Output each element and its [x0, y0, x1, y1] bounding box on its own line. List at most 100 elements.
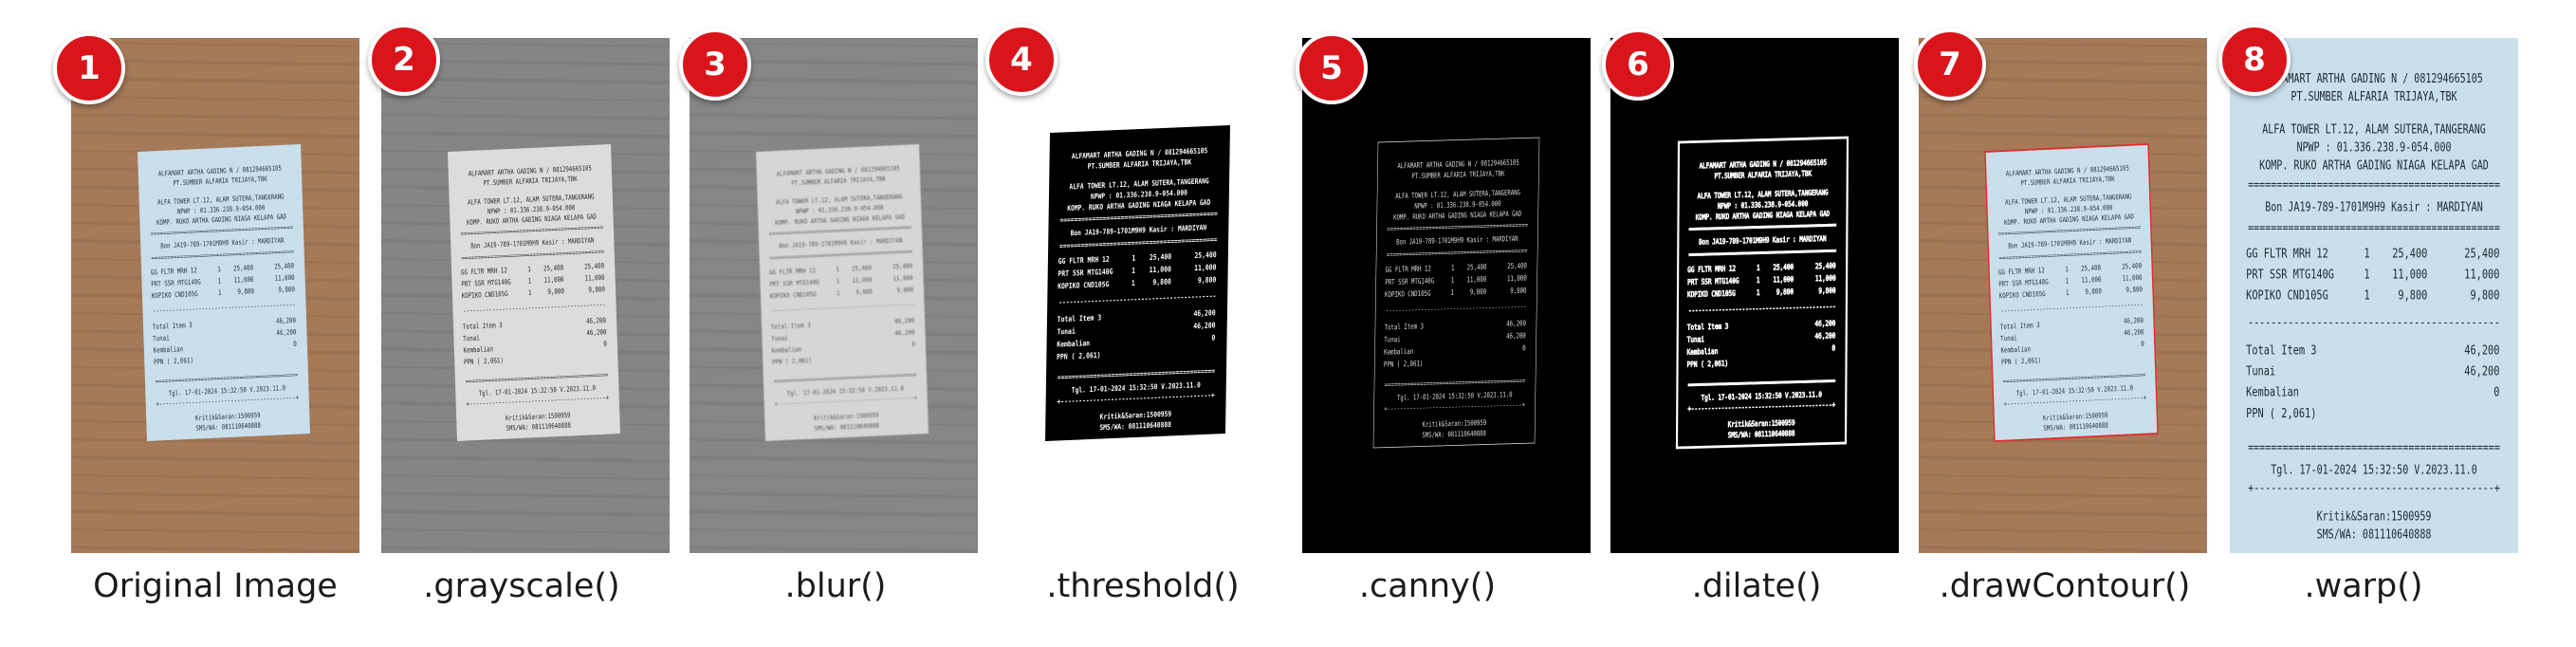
svg-text:GG FLTR MRH 12: GG FLTR MRH 12 [1058, 254, 1110, 266]
svg-text:PRT SSR MTG140G: PRT SSR MTG140G [2246, 267, 2334, 282]
svg-text:SMS/WA: 081110640888: SMS/WA: 081110640888 [1099, 419, 1171, 432]
receipt-canny-image: ALFAMART ARTHA GADING N / 081294665105PT… [1302, 38, 1591, 553]
svg-text:ALFAMART ARTHA GADING N / 0812: ALFAMART ARTHA GADING N / 081294665105 [2265, 71, 2483, 86]
svg-text:Tunai: Tunai [1057, 326, 1076, 337]
svg-text:46,200: 46,200 [586, 316, 606, 325]
svg-text:Kritik&Saran:1500959: Kritik&Saran:1500959 [506, 411, 571, 422]
caption-grayscale: .grayscale() [423, 567, 620, 605]
svg-text:Total Item 3: Total Item 3 [463, 321, 503, 331]
svg-text:Kembalian: Kembalian [771, 345, 801, 355]
svg-text:KOPIKO CND105G: KOPIKO CND105G [152, 289, 198, 300]
svg-text:Tunai: Tunai [153, 334, 170, 343]
svg-text:==============================: ========================================… [1385, 377, 1526, 389]
step-badge-3: 3 [679, 28, 751, 101]
svg-text:9,800: 9,800 [896, 286, 913, 295]
svg-text:1: 1 [1132, 266, 1135, 275]
svg-text:25,400: 25,400 [1773, 263, 1794, 272]
svg-text:1: 1 [2066, 277, 2070, 286]
svg-text:1: 1 [527, 265, 531, 273]
svg-text:1: 1 [1132, 253, 1135, 263]
svg-text:KOMP. RUKO ARTHA GADING NIAGA: KOMP. RUKO ARTHA GADING NIAGA KELAPA GAD [2259, 157, 2489, 173]
svg-text:Kembalian: Kembalian [2000, 345, 2031, 355]
svg-text:NPWP : 01.336.238.9-054.000: NPWP : 01.336.238.9-054.000 [2296, 139, 2451, 155]
svg-text:1: 1 [1757, 276, 1760, 285]
caption-blur: .blur() [784, 567, 887, 605]
caption-threshold: .threshold() [1046, 567, 1240, 605]
svg-text:Total Item 3: Total Item 3 [1384, 323, 1424, 332]
svg-text:PT.SUMBER ALFARIA TRIJAYA,TBK: PT.SUMBER ALFARIA TRIJAYA,TBK [2291, 89, 2456, 104]
svg-text:25,400: 25,400 [584, 262, 604, 271]
svg-text:GG FLTR MRH 12: GG FLTR MRH 12 [151, 267, 197, 277]
svg-text:PPN ( 2,061): PPN ( 2,061) [1384, 360, 1424, 369]
svg-text:Kembalian: Kembalian [1687, 347, 1719, 357]
svg-text:PPN ( 2,061): PPN ( 2,061) [772, 356, 812, 366]
svg-text:25,400: 25,400 [543, 264, 563, 273]
svg-text:46,200: 46,200 [586, 328, 606, 338]
svg-text:Tunai: Tunai [463, 334, 480, 343]
svg-text:Kritik&Saran:1500959: Kritik&Saran:1500959 [1100, 409, 1172, 421]
svg-text:+-----------------------------: +---------------------------------------… [1384, 400, 1525, 413]
svg-text:KOPIKO CND105G: KOPIKO CND105G [1999, 289, 2046, 300]
svg-text:PRT SSR MTG140G: PRT SSR MTG140G [1687, 277, 1739, 287]
svg-text:1: 1 [1132, 278, 1135, 287]
svg-text:NPWP : 01.336.238.9-054.000: NPWP : 01.336.238.9-054.000 [1718, 199, 1809, 211]
svg-text:KOMP. RUKO ARTHA GADING NIAGA: KOMP. RUKO ARTHA GADING NIAGA KELAPA GAD [1696, 210, 1830, 222]
svg-text:11,000: 11,000 [2464, 267, 2499, 282]
receipt-contour-image: ALFAMART ARTHA GADING N / 081294665105PT… [1919, 38, 2207, 553]
svg-text:0: 0 [2493, 384, 2499, 399]
svg-text:11,000: 11,000 [233, 275, 253, 285]
svg-text:PPN ( 2,061): PPN ( 2,061) [2001, 356, 2041, 366]
caption-original-image: Original Image [93, 567, 338, 605]
svg-text:46,200: 46,200 [2124, 316, 2144, 325]
svg-text:0: 0 [911, 340, 915, 348]
step-badge-7: 7 [1914, 28, 1986, 101]
svg-text:11,000: 11,000 [892, 273, 912, 283]
svg-text:11,000: 11,000 [852, 275, 872, 285]
svg-text:Kembalian: Kembalian [1057, 338, 1090, 348]
svg-text:Tgl. 17-01-2024 15:32:50 V.: Tgl. 17-01-2024 15:32:50 V.2023.11.0 [1397, 390, 1513, 402]
caption-dilate: .dilate() [1691, 567, 1822, 605]
svg-text:11,000: 11,000 [274, 273, 294, 283]
svg-text:1: 1 [837, 288, 840, 297]
svg-text:Tunai: Tunai [2000, 334, 2017, 343]
svg-text:1: 1 [528, 288, 532, 297]
svg-text:PRT SSR MTG140G: PRT SSR MTG140G [461, 278, 511, 288]
svg-text:SMS/WA: 081110640888: SMS/WA: 081110640888 [1728, 429, 1795, 439]
svg-text:1: 1 [217, 265, 221, 273]
svg-text:11,000: 11,000 [1466, 275, 1486, 285]
svg-text:SMS/WA: 081110640888: SMS/WA: 081110640888 [2043, 421, 2108, 433]
svg-text:1: 1 [2364, 267, 2370, 282]
caption-draw-contour: .drawContour() [1939, 567, 2191, 605]
svg-text:SMS/WA: 081110640888: SMS/WA: 081110640888 [506, 421, 571, 433]
svg-text:9,800: 9,800 [2470, 287, 2499, 303]
svg-text:PPN ( 2,061): PPN ( 2,061) [154, 356, 193, 366]
svg-text:9,800: 9,800 [1818, 287, 1835, 295]
svg-text:0: 0 [1211, 333, 1215, 342]
svg-text:46,200: 46,200 [894, 316, 914, 325]
svg-text:25,400: 25,400 [1194, 250, 1216, 260]
svg-text:NPWP : 01.336.238.9-054.000: NPWP : 01.336.238.9-054.000 [177, 203, 266, 215]
svg-text:25,400: 25,400 [2081, 264, 2101, 273]
svg-text:46,200: 46,200 [276, 328, 296, 338]
svg-text:PRT SSR MTG140G: PRT SSR MTG140G [1998, 278, 2049, 288]
svg-text:9,800: 9,800 [2085, 287, 2102, 297]
svg-text:11,000: 11,000 [1815, 274, 1836, 284]
svg-text:1: 1 [837, 277, 840, 286]
step-badge-2: 2 [368, 24, 440, 96]
svg-text:GG FLTR MRH 12: GG FLTR MRH 12 [1385, 265, 1431, 275]
svg-text:1: 1 [2066, 288, 2070, 297]
svg-text:Kembalian: Kembalian [2246, 384, 2299, 399]
svg-text:NPWP : 01.336.238.9-054.000: NPWP : 01.336.238.9-054.000 [1091, 188, 1187, 201]
svg-text:46,200: 46,200 [2124, 328, 2144, 338]
svg-text:9,800: 9,800 [2125, 286, 2143, 295]
svg-text:ALFAMART ARTHA GADING N / 0812: ALFAMART ARTHA GADING N / 081294665105 [1700, 158, 1827, 171]
svg-text:9,800: 9,800 [278, 286, 295, 295]
svg-text:SMS/WA: 081110640888: SMS/WA: 081110640888 [195, 421, 261, 433]
svg-text:46,200: 46,200 [1506, 331, 1526, 341]
svg-text:Total Item 3: Total Item 3 [153, 321, 193, 331]
svg-text:9,800: 9,800 [1510, 287, 1526, 296]
svg-text:46,200: 46,200 [1193, 321, 1215, 331]
